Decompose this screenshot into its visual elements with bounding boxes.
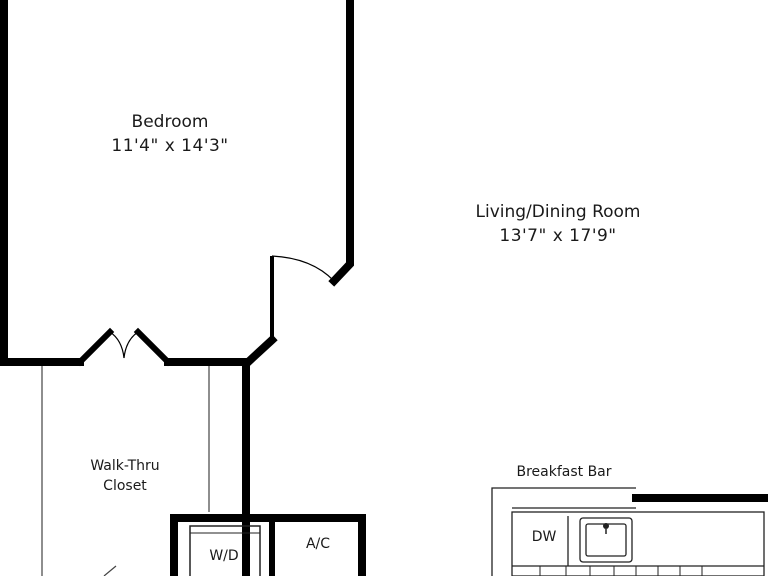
breakfast-bar-label: Breakfast Bar — [516, 464, 612, 480]
ac-label: A/C — [305, 536, 331, 552]
washer-dryer-label: W/D — [209, 548, 239, 564]
breakfast-bar-counter — [491, 487, 636, 576]
wall-utility-box — [170, 514, 366, 576]
bedroom-dimensions: 11'4" x 14'3" — [111, 136, 229, 156]
faucet-icon — [603, 523, 609, 529]
bifold-door-right — [133, 327, 173, 367]
living-room-name: Living/Dining Room — [475, 202, 641, 222]
washer-dryer — [189, 525, 261, 576]
bifold-arc-left — [109, 331, 125, 359]
wall-bedroom-living — [328, 0, 354, 287]
bifold-arc-right — [123, 331, 139, 359]
sink — [579, 517, 633, 563]
bedroom-door-swing — [271, 255, 335, 282]
closet-door-mark — [103, 565, 117, 576]
bifold-door-left — [75, 327, 115, 367]
living-room-dimensions: 13'7" x 17'9" — [499, 226, 617, 246]
closet-label-line2: Closet — [103, 478, 147, 494]
kitchen-counter — [511, 511, 765, 576]
dishwasher-label: DW — [531, 529, 557, 545]
bedroom-name: Bedroom — [131, 112, 209, 132]
closet-label-line1: Walk-Thru — [90, 458, 160, 474]
wall-hall-corner — [242, 334, 278, 576]
